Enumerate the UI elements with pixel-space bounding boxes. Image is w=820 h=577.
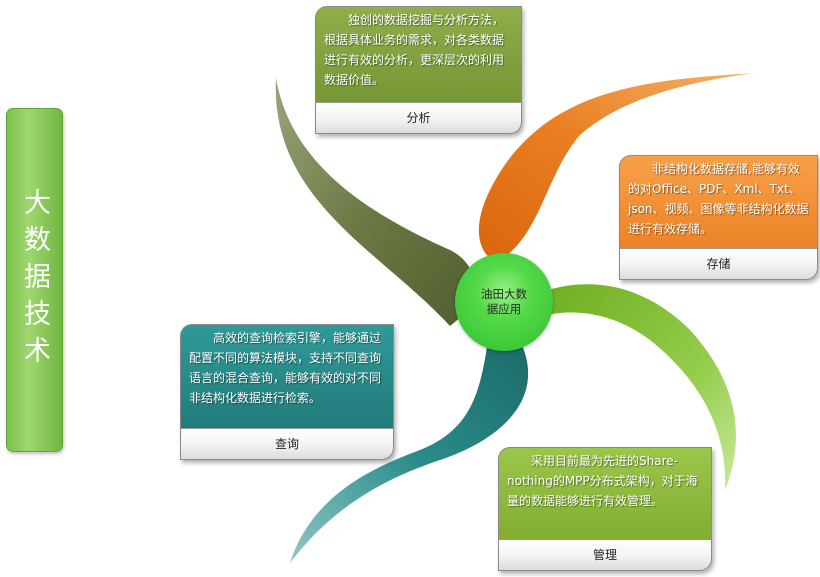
- card-query-label: 查询: [181, 428, 393, 459]
- card-query-text: 高效的查询检索引擎，能够通过配置不同的算法模块，支持不同查询语言的混合查询，能够…: [189, 331, 382, 405]
- card-manage-text: 采用目前最为先进的Share-nothing的MPP分布式架构，对于海量的数据能…: [507, 454, 698, 508]
- card-storage: 非结构化数据存储,能够有效的对Office、PDF、Xml、Txt、json、视…: [619, 155, 818, 280]
- olive-petal: [275, 78, 475, 326]
- teal-petal: [290, 340, 529, 563]
- card-analysis: 独创的数据挖掘与分析方法，根据具体业务的需求，对各类数据进行有效的分析，更深层次…: [315, 6, 522, 134]
- side-title: 大数据技术: [6, 108, 63, 452]
- card-manage: 采用目前最为先进的Share-nothing的MPP分布式架构，对于海量的数据能…: [498, 447, 712, 571]
- card-analysis-label: 分析: [316, 102, 521, 133]
- orange-petal: [478, 73, 755, 262]
- card-storage-label: 存储: [620, 248, 817, 279]
- center-label: 油田大数据应用: [481, 287, 527, 316]
- card-analysis-text: 独创的数据挖掘与分析方法，根据具体业务的需求，对各类数据进行有效的分析，更深层次…: [324, 13, 505, 87]
- card-query: 高效的查询检索引擎，能够通过配置不同的算法模块，支持不同查询语言的混合查询，能够…: [180, 324, 394, 460]
- side-title-text: 大数据技术: [19, 187, 50, 373]
- lime-petal: [548, 284, 736, 490]
- card-manage-label: 管理: [499, 539, 711, 570]
- center-node: 油田大数据应用: [455, 253, 553, 351]
- card-storage-text: 非结构化数据存储,能够有效的对Office、PDF、Xml、Txt、json、视…: [628, 162, 809, 236]
